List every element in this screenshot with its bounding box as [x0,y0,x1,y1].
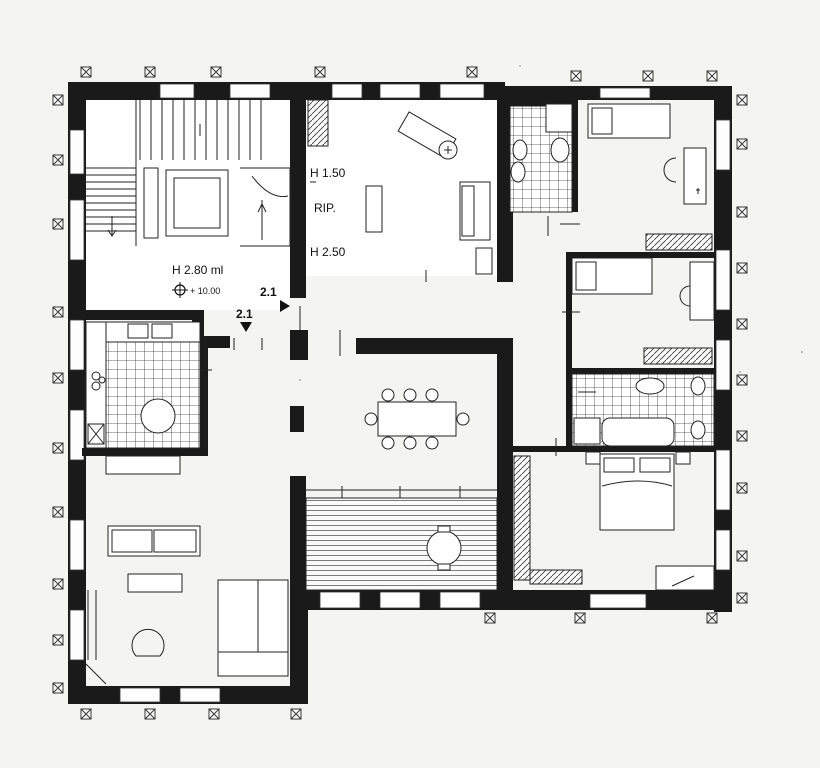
window-anchor-cross [52,154,64,166]
elevation-label: + 10.00 [190,286,220,296]
window-anchor-cross [736,206,748,218]
dining-chair [403,436,417,450]
dining-chair [425,388,439,402]
window-anchor-cross [706,612,718,624]
terrace-deck [305,486,498,591]
bedroom-middle-right [571,257,715,365]
dining-chair [381,388,395,402]
window-anchor-cross [736,262,748,274]
dining-chair [381,436,395,450]
window-anchor-cross [736,592,748,604]
section-marker-a: 2.1 [260,285,290,312]
window-anchor-cross [290,708,302,720]
window-anchor-marks [52,66,748,720]
window-anchor-cross [574,612,586,624]
window-anchor-cross [52,682,64,694]
ceiling-height-label: H 2.80 ml [172,263,223,277]
dining-room [364,388,470,450]
window-anchor-cross [736,482,748,494]
window-anchor-cross [466,66,478,78]
window-anchor-cross [210,66,222,78]
window-anchor-cross [314,66,326,78]
dining-chair [403,388,417,402]
window-anchor-cross [736,374,748,386]
wardrobe [307,99,329,147]
scan-artifacts [299,65,803,381]
window-anchor-cross [642,70,654,82]
window-anchor-cross [80,66,92,78]
dining-chair [425,436,439,450]
living-room [85,525,289,685]
window-anchor-cross [52,306,64,318]
crosshair-circle-icon [172,282,188,298]
window-anchor-cross [52,578,64,590]
window-anchor-cross [52,442,64,454]
window-anchor-cross [736,430,748,442]
section-marker-b: 2.1 [236,307,253,332]
arrow-icon [240,322,252,332]
storage-height-bottom: H 2.50 [310,245,346,259]
window-anchor-cross [52,94,64,106]
section-label-b: 2.1 [236,307,253,321]
storage-name: RIP. [314,201,336,215]
window-anchor-cross [144,66,156,78]
section-label-a: 2.1 [260,285,277,299]
window-openings [69,83,731,703]
master-bedroom [513,451,715,591]
window-anchor-cross [208,708,220,720]
storage-room: H 1.50 RIP. H 2.50 [306,152,358,270]
window-anchor-cross [80,708,92,720]
bathroom-top [509,103,573,213]
window-anchor-cross [736,94,748,106]
window-anchor-cross [52,634,64,646]
window-anchor-cross [736,318,748,330]
staircase [86,100,291,310]
window-anchor-cross [736,550,748,562]
bedroom-top-right [587,103,713,251]
bathroom-middle [571,373,715,447]
window-anchor-cross [144,708,156,720]
dining-chair [456,412,470,426]
dining-chair [364,412,378,426]
window-anchor-cross [52,506,64,518]
window-anchor-cross [52,218,64,230]
door-marks [200,181,596,456]
window-anchor-cross [52,372,64,384]
window-anchor-cross [706,70,718,82]
window-anchor-cross [570,70,582,82]
window-anchor-cross [484,612,496,624]
kitchen [85,321,201,475]
storage-height-top: H 1.50 [310,166,346,180]
arrow-icon [280,300,290,312]
window-anchor-cross [736,138,748,150]
